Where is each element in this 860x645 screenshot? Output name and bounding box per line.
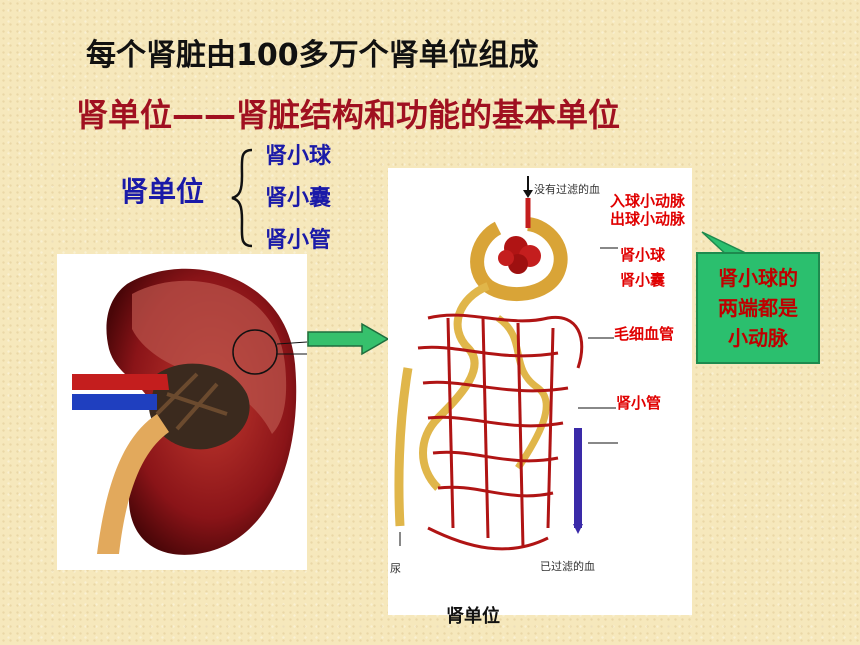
part-tubule: 肾小管 [265, 228, 332, 253]
afferent-arteriole-label: 入球小动脉 [610, 192, 686, 210]
curly-brace-icon [231, 148, 253, 248]
callout-note: 肾小球的 两端都是 小动脉 [696, 252, 820, 364]
tubule-label: 肾小管 [616, 394, 662, 412]
kidney-image [57, 254, 308, 570]
urine-note: 尿 [390, 562, 401, 575]
filtered-blood-note: 已过滤的血 [540, 560, 595, 573]
nephron-label: 肾单位 [120, 175, 205, 208]
diagram-caption: 肾单位 [446, 606, 500, 627]
slide-subtitle: 肾单位——肾脏结构和功能的基本单位 [76, 96, 621, 134]
unfiltered-blood-note: 没有过滤的血 [534, 183, 600, 196]
part-capsule: 肾小囊 [265, 186, 332, 211]
nephron-diagram [388, 168, 692, 615]
part-glomerulus: 肾小球 [265, 144, 332, 169]
efferent-arteriole-label: 出球小动脉 [610, 210, 686, 228]
slide-title: 每个肾脏由100多万个肾单位组成 [86, 38, 539, 73]
capsule-label: 肾小囊 [620, 271, 666, 289]
glomerulus-label: 肾小球 [620, 246, 666, 264]
arrow-right-icon [307, 322, 390, 356]
capillary-label: 毛细血管 [614, 325, 675, 343]
